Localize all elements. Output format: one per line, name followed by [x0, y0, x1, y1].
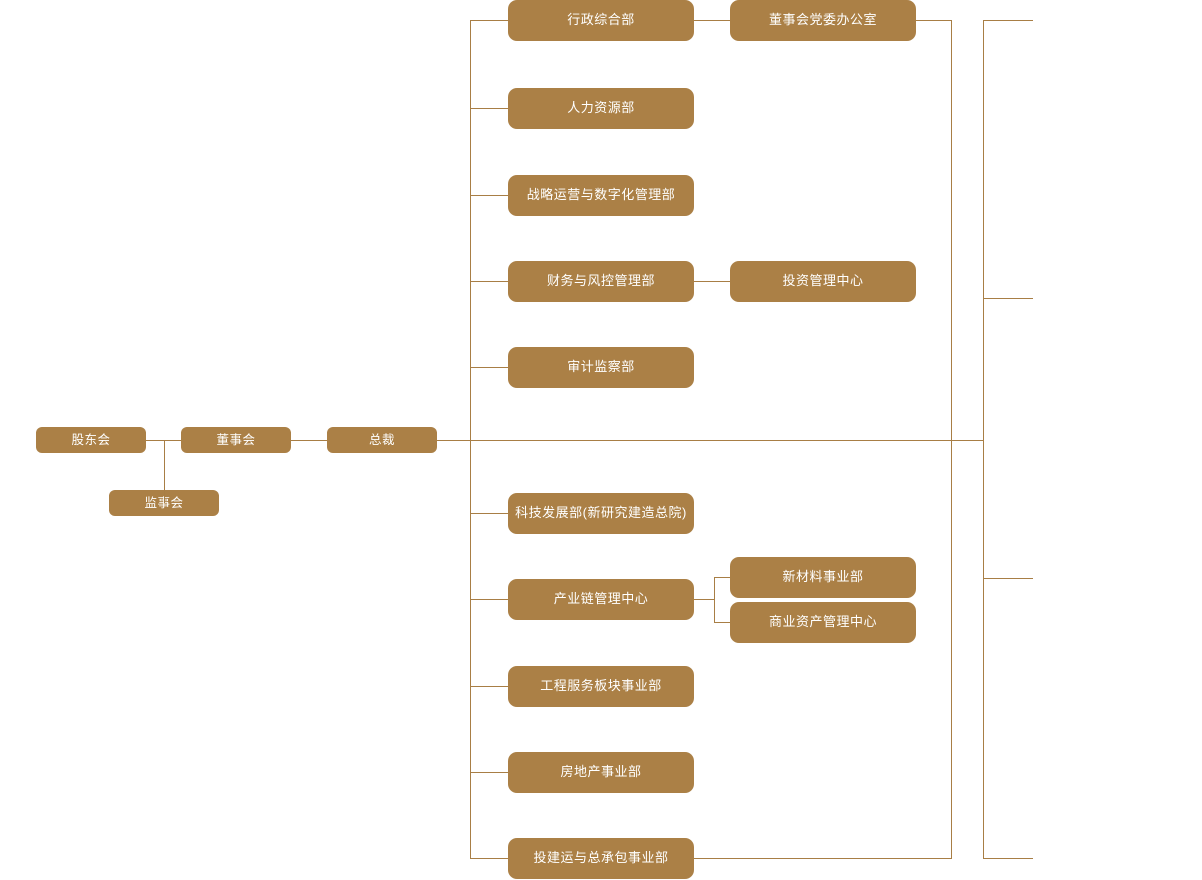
outer-rail-stub-middle	[983, 298, 1033, 299]
node-dept-engineering-services[interactable]: 工程服务板块事业部	[508, 666, 694, 707]
node-label: 商业资产管理中心	[768, 614, 877, 630]
node-subunit-board-party-office[interactable]: 董事会党委办公室	[730, 0, 916, 41]
connector-finance-to-investment-center	[694, 281, 730, 282]
outer-bracket-rail	[983, 20, 984, 859]
node-dept-human-resources[interactable]: 人力资源部	[508, 88, 694, 129]
connector-drop-to-supervisory	[164, 440, 165, 503]
node-dept-industry-chain-management[interactable]: 产业链管理中心	[508, 579, 694, 620]
node-label: 投资管理中心	[782, 273, 864, 289]
node-label: 人力资源部	[567, 100, 635, 116]
node-label: 总裁	[368, 432, 395, 447]
connector-president-to-main-rail	[437, 440, 983, 441]
node-subunit-investment-management-center[interactable]: 投资管理中心	[730, 261, 916, 302]
node-dept-real-estate[interactable]: 房地产事业部	[508, 752, 694, 793]
node-dept-technology-development[interactable]: 科技发展部(新研究建造总院)	[508, 493, 694, 534]
stub-dept-1	[470, 20, 508, 21]
node-subunit-commercial-asset-management-center[interactable]: 商业资产管理中心	[730, 602, 916, 643]
inner-bracket-rail	[951, 20, 952, 859]
node-dept-audit-supervision[interactable]: 审计监察部	[508, 347, 694, 388]
node-shareholders-meeting[interactable]: 股东会	[36, 427, 146, 453]
stub-dept-10	[470, 858, 508, 859]
node-president[interactable]: 总裁	[327, 427, 437, 453]
stub-dept-5	[470, 367, 508, 368]
node-label: 财务与风控管理部	[546, 273, 655, 289]
stub-dept-4	[470, 281, 508, 282]
connector-board-to-president	[291, 440, 327, 441]
outer-rail-stub-top	[983, 20, 1033, 21]
outer-rail-stub-lower	[983, 578, 1033, 579]
connector-shareholders-to-board	[146, 440, 181, 441]
node-label: 战略运营与数字化管理部	[526, 187, 676, 203]
connector-to-new-materials	[714, 577, 730, 578]
node-dept-strategy-operations-digital[interactable]: 战略运营与数字化管理部	[508, 175, 694, 216]
stub-dept-9	[470, 772, 508, 773]
node-label: 新材料事业部	[782, 569, 864, 585]
connector-party-office-to-inner-rail	[916, 20, 952, 21]
node-label: 审计监察部	[567, 359, 635, 375]
node-label: 科技发展部(新研究建造总院)	[515, 505, 687, 521]
node-label: 投建运与总承包事业部	[533, 850, 669, 866]
connector-admin-to-board-party-office	[694, 20, 730, 21]
node-label: 行政综合部	[567, 12, 635, 28]
node-subunit-new-materials-division[interactable]: 新材料事业部	[730, 557, 916, 598]
node-label: 股东会	[71, 432, 111, 447]
stub-dept-6	[470, 513, 508, 514]
node-label: 产业链管理中心	[553, 591, 649, 607]
node-dept-administration[interactable]: 行政综合部	[508, 0, 694, 41]
node-dept-finance-risk-control[interactable]: 财务与风控管理部	[508, 261, 694, 302]
node-label: 董事会	[216, 432, 256, 447]
node-label: 房地产事业部	[560, 764, 642, 780]
node-dept-investment-construction-epc[interactable]: 投建运与总承包事业部	[508, 838, 694, 879]
connector-industry-chain-stem	[694, 599, 714, 600]
connector-to-commercial-asset-center	[714, 622, 730, 623]
connector-industry-chain-branch	[714, 577, 715, 623]
node-board-of-directors[interactable]: 董事会	[181, 427, 291, 453]
outer-rail-stub-bottom	[983, 858, 1033, 859]
stub-dept-3	[470, 195, 508, 196]
main-rail	[470, 20, 471, 859]
node-label: 监事会	[138, 496, 189, 510]
stub-dept-7	[470, 599, 508, 600]
node-label: 工程服务板块事业部	[540, 678, 662, 694]
stub-dept-8	[470, 686, 508, 687]
stub-dept-2	[470, 108, 508, 109]
connector-epc-to-inner-rail	[694, 858, 952, 859]
node-label: 董事会党委办公室	[768, 12, 877, 28]
